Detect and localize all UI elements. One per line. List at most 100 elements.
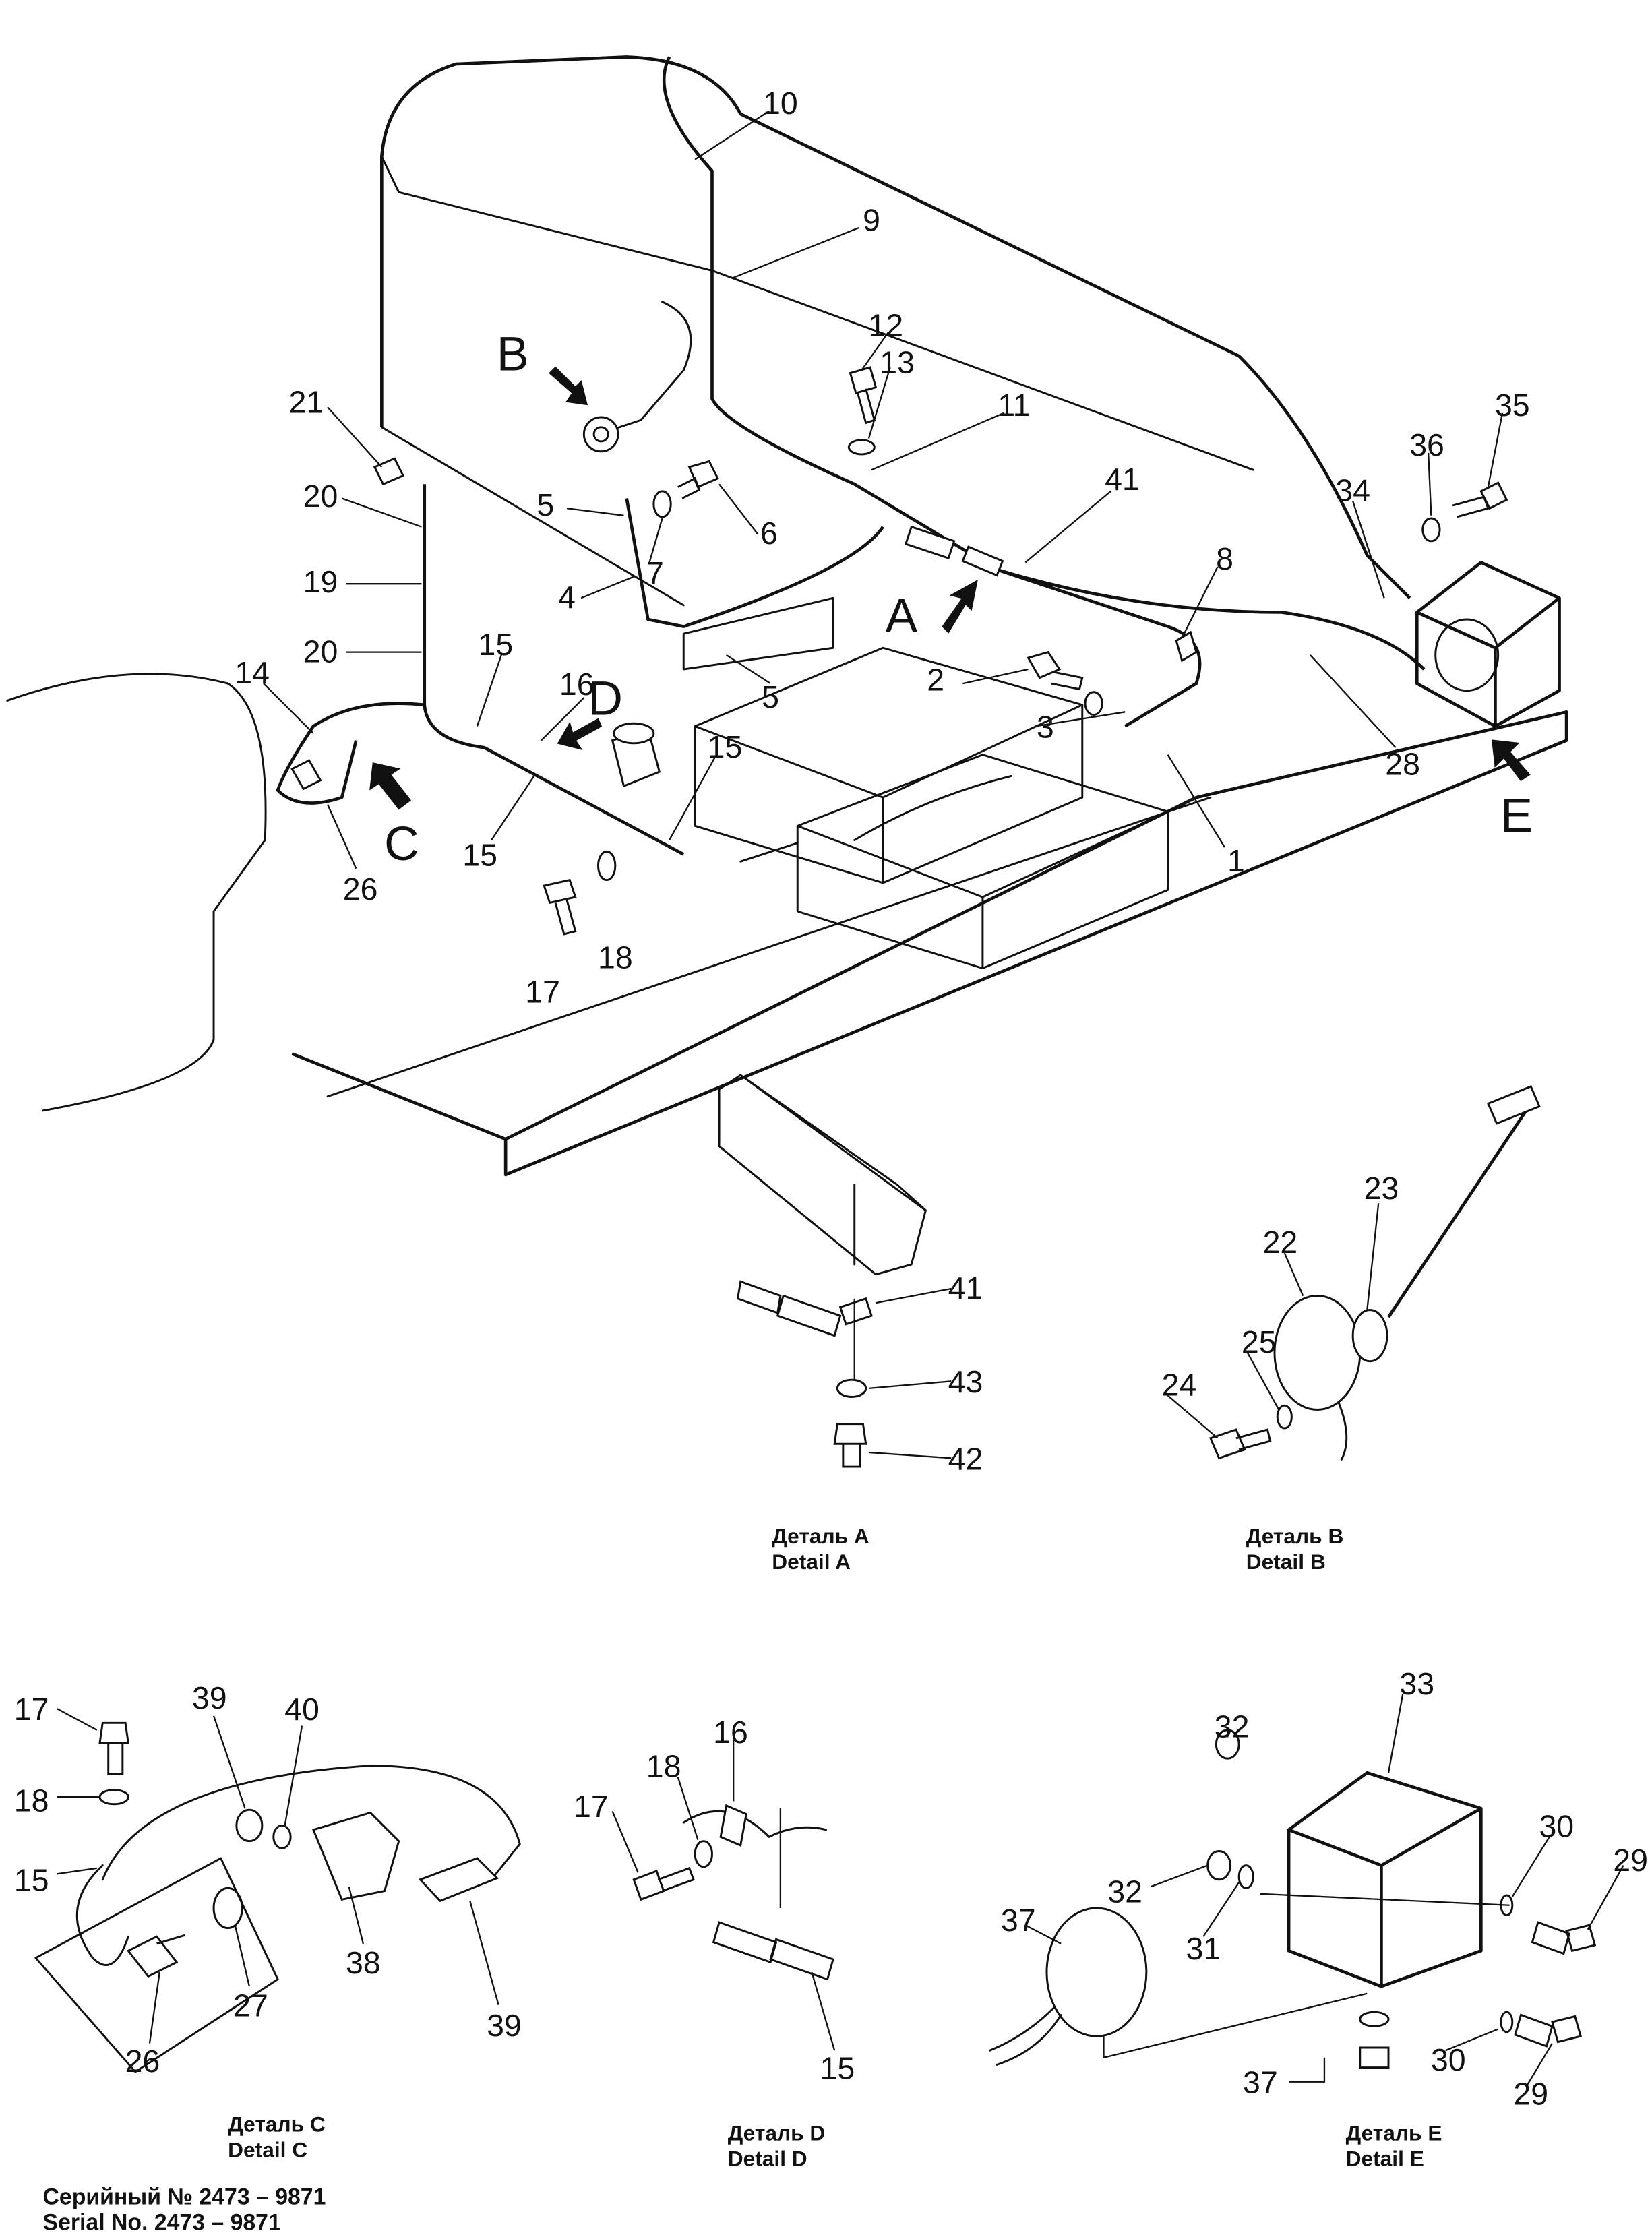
arrow-e-icon <box>1492 739 1531 782</box>
cab-block <box>6 673 267 1112</box>
platform-side <box>326 426 1212 1098</box>
callout-number: 26 <box>343 871 378 907</box>
bolt-6 <box>677 460 719 499</box>
detail-d <box>611 1740 836 2051</box>
callout-number: 21 <box>289 385 324 420</box>
callout-number: 12 <box>868 308 903 343</box>
battery-box-2 <box>796 754 1169 970</box>
callout-number: 26 <box>125 2044 160 2079</box>
detail-e <box>988 1694 1624 2087</box>
callout-number: 34 <box>1335 473 1370 508</box>
view-arrow-label: B <box>497 327 529 381</box>
callout-number: 39 <box>487 2008 522 2043</box>
callout-number: 35 <box>1495 388 1530 423</box>
callout-number: 15 <box>708 729 743 764</box>
callout-number: 27 <box>233 1988 268 2023</box>
detail-a <box>718 1074 952 1468</box>
callout-number: 20 <box>303 479 338 514</box>
arrow-a-icon <box>942 579 978 634</box>
view-arrow-label: C <box>384 817 419 871</box>
callout-number: 16 <box>713 1715 748 1750</box>
callout-number: 14 <box>235 655 270 690</box>
lamp-lens <box>1434 618 1500 692</box>
callout-number: 18 <box>14 1783 49 1818</box>
washer-13 <box>847 439 876 456</box>
platform-edge <box>291 710 1568 1177</box>
hood-panel <box>380 55 1411 599</box>
relay-16-top <box>613 722 655 745</box>
bracket-plate <box>682 596 834 671</box>
callout-number: 15 <box>479 627 514 662</box>
callout-number: 18 <box>646 1749 681 1784</box>
callout-number: 13 <box>880 345 915 380</box>
callout-number: 7 <box>646 555 664 590</box>
callout-number: 22 <box>1263 1225 1298 1260</box>
detail-c-caption-en: Detail C <box>228 2138 307 2162</box>
callout-number: 10 <box>763 86 798 121</box>
callout-number: 19 <box>303 564 338 599</box>
callout-labels: 1091213114135363482120192057642351516141… <box>14 86 1648 2112</box>
detail-e-caption-ru: Деталь E <box>1346 2120 1442 2145</box>
callout-number: 40 <box>284 1692 319 1727</box>
washer-36 <box>1421 517 1441 543</box>
callout-number: 5 <box>762 679 779 714</box>
washer-18 <box>596 850 617 882</box>
detail-b-caption-ru: Деталь B <box>1246 1524 1344 1548</box>
serial-number-en: Serial No. 2473 – 9871 <box>43 2209 281 2235</box>
callout-number: 5 <box>537 487 554 522</box>
serial-number-ru: Серийный № 2473 – 9871 <box>43 2184 326 2209</box>
arrow-c-icon <box>369 762 412 810</box>
callout-number: 38 <box>346 1945 381 1980</box>
wire-to-battery <box>739 774 1012 863</box>
callout-number: 23 <box>1364 1171 1399 1206</box>
washer-3 <box>1084 691 1103 716</box>
detail-b-caption-en: Detail B <box>1246 1550 1326 1574</box>
callout-number: 43 <box>948 1364 983 1399</box>
callout-number: 42 <box>948 1441 983 1476</box>
callout-number: 6 <box>760 516 778 551</box>
callout-number: 4 <box>558 580 576 615</box>
callout-number: 17 <box>525 974 560 1009</box>
view-arrow-label: E <box>1500 789 1533 842</box>
battery-box-1 <box>694 646 1084 884</box>
wire-harness-left <box>276 484 685 856</box>
detail-d-caption-ru: Деталь D <box>728 2120 826 2145</box>
detail-d-caption-en: Detail D <box>728 2146 807 2170</box>
bolt-17 <box>543 878 577 936</box>
callout-number: 29 <box>1613 1843 1648 1878</box>
arrow-d-icon <box>557 718 603 750</box>
callout-number: 25 <box>1242 1324 1277 1359</box>
main-leaders <box>263 110 1504 869</box>
callout-number: 30 <box>1539 1808 1574 1843</box>
bolt-2 <box>1027 650 1084 691</box>
detail-c-caption-ru: Деталь C <box>228 2112 326 2137</box>
callout-number: 30 <box>1431 2042 1466 2077</box>
callout-number: 39 <box>192 1680 227 1715</box>
connector-41 <box>904 525 1004 577</box>
callout-number: 29 <box>1513 2077 1548 2112</box>
connector-21 <box>373 457 405 486</box>
view-arrows <box>369 366 1531 810</box>
callout-number: 32 <box>1107 1874 1142 1909</box>
arrow-b-icon <box>549 366 588 406</box>
view-arrow-label: A <box>886 589 918 643</box>
callout-number: 41 <box>1105 462 1140 497</box>
callout-number: 41 <box>948 1270 983 1306</box>
main-parts <box>290 366 1561 936</box>
view-arrow-label: D <box>588 672 623 726</box>
washer-7 <box>652 490 672 518</box>
callout-number: 15 <box>462 838 497 873</box>
callout-number: 18 <box>598 940 633 975</box>
detail-c <box>34 1708 521 2073</box>
callout-number: 17 <box>14 1692 49 1727</box>
callout-number: 3 <box>1037 709 1054 744</box>
callout-number: 36 <box>1409 427 1444 462</box>
bolt-12 <box>849 366 878 425</box>
bolt-35 <box>1452 481 1508 518</box>
callout-number: 9 <box>863 202 880 237</box>
callout-number: 2 <box>927 663 944 698</box>
hood-inner-line <box>380 155 1254 471</box>
detail-a-caption-ru: Деталь A <box>772 1524 869 1548</box>
callout-number: 8 <box>1216 541 1233 576</box>
